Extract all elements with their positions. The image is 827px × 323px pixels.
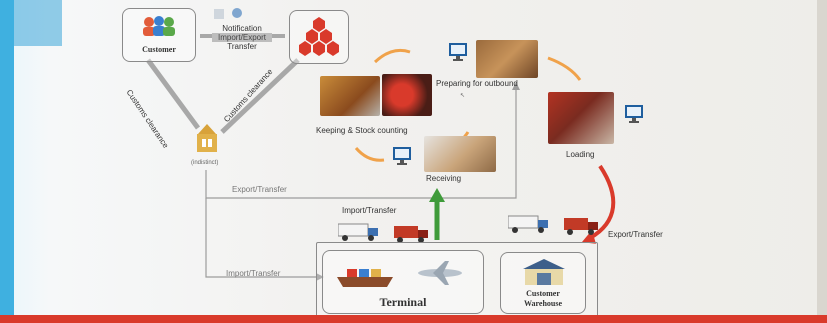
monitor-icon — [625, 105, 643, 123]
terminal-box: Terminal — [322, 250, 484, 314]
truck-icon — [338, 223, 378, 241]
keeping-label: Keeping & Stock counting — [316, 126, 408, 135]
customs-building-icon — [197, 124, 217, 152]
company-logo-box — [289, 10, 349, 64]
honeycomb-logo-icon — [299, 17, 339, 56]
loading-label: Loading — [566, 150, 595, 159]
truck-icon — [508, 215, 548, 233]
notification-label: Notification Import/Export Transfer — [212, 24, 272, 51]
import-transfer-label-2: Import/Transfer — [226, 269, 281, 278]
export-transfer-label-1: Export/Transfer — [232, 185, 287, 194]
truck-icon — [394, 226, 428, 243]
monitor-icon — [449, 43, 467, 61]
left-accent-strip — [0, 0, 14, 323]
preparing-label: Preparing for outbound — [436, 79, 518, 88]
customer-label: Customer — [142, 45, 176, 54]
cursor-marker: ↖ — [460, 93, 466, 99]
receiving-label: Receiving — [426, 174, 462, 183]
bottom-accent-bar — [0, 315, 827, 323]
notification-icon — [214, 8, 242, 19]
export-transfer-label-2: Export/Transfer — [608, 230, 663, 239]
right-edge — [817, 0, 827, 323]
keeping-photo-2 — [382, 74, 432, 116]
customs-office-caption: (indistinct) — [191, 160, 219, 166]
customer-box: Customer — [122, 8, 196, 62]
plane-icon — [418, 261, 462, 285]
customs-clearance-bar-left — [145, 58, 201, 130]
left-accent-corner — [14, 0, 62, 46]
transfer-line: Transfer — [227, 42, 257, 51]
keeping-photo-1 — [320, 76, 380, 116]
customer-warehouse-label: Customer Warehouse — [501, 289, 585, 309]
customer-warehouse-line-2: Warehouse — [523, 299, 563, 308]
red-loading-arrow — [588, 164, 616, 240]
import-transfer-label-1: Import/Transfer — [342, 206, 397, 215]
customer-warehouse-line-1: Customer — [526, 289, 560, 298]
notification-line: Notification — [222, 24, 262, 33]
customer-icon — [143, 16, 175, 36]
truck-icon — [564, 218, 598, 235]
preparing-photo — [476, 40, 538, 78]
export-transfer-path — [205, 88, 517, 199]
terminal-label: Terminal — [379, 295, 427, 309]
warehouse-icon — [523, 259, 565, 285]
customer-warehouse-box: Customer Warehouse — [500, 252, 586, 314]
monitor-icon — [393, 147, 411, 165]
customs-clearance-bar-right — [220, 58, 300, 134]
import-export-line: Import/Export — [212, 33, 272, 42]
loading-photo — [548, 92, 614, 144]
import-transfer-path — [205, 198, 318, 278]
receiving-photo — [424, 136, 496, 172]
ship-icon — [337, 269, 393, 287]
